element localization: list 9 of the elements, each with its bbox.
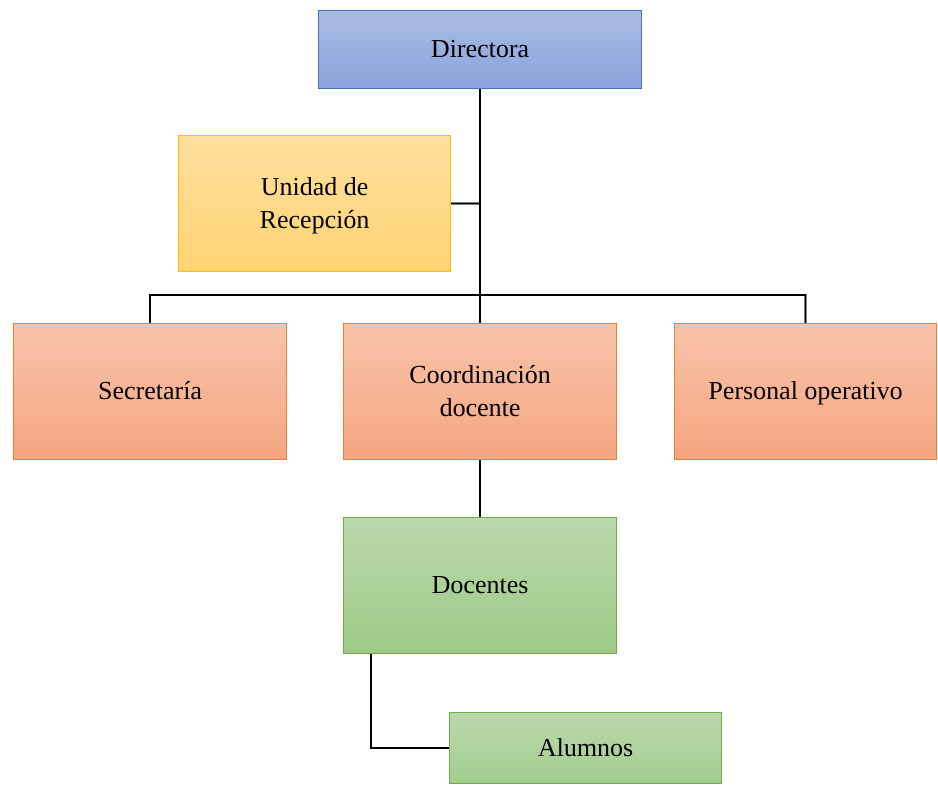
connector-line — [370, 654, 449, 749]
org-box: Secretaría — [13, 323, 287, 460]
org-box: Directora — [318, 10, 642, 89]
org-box: Docentes — [343, 517, 617, 654]
org-box: Unidad de Recepción — [178, 135, 451, 272]
connector-line — [479, 460, 481, 517]
org-box: Personal operativo — [674, 323, 937, 460]
org-box: Coordinación docente — [343, 323, 617, 460]
org-box: Alumnos — [449, 712, 722, 784]
